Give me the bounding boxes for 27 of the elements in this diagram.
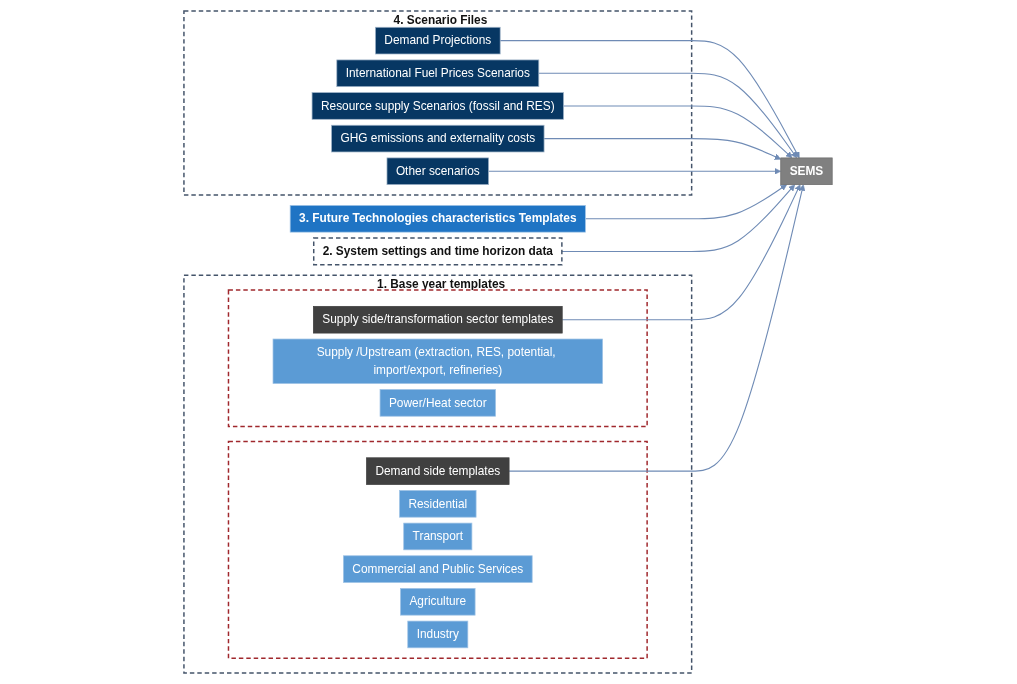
node-box: GHG emissions and externality costs [331,124,545,153]
node-box: Supply /Upstream (extraction, RES, potential, import/export, refineries) [273,338,604,384]
node-box: Power/Heat sector [380,389,497,417]
node-box: Industry [407,620,469,649]
node-box: Agriculture [400,588,476,616]
node-box: 2. System settings and time horizon data [313,237,564,266]
node-box: 3. Future Technologies characteristics Templates [290,205,587,233]
arrow [500,40,800,159]
arrow [508,184,806,472]
arrow [543,138,782,160]
node-box: Demand side templates [366,457,510,485]
arrow [585,184,788,220]
node-box: Supply side/transformation sector templates [313,306,563,334]
node-box: Transport [403,522,473,551]
arrow [488,168,782,175]
arrow [562,184,801,321]
node-box: International Fuel Prices Scenarios [336,59,540,88]
node-box: Resource supply Scenarios (fossil and RES) [312,92,565,120]
cluster [228,440,649,659]
arrow [563,105,793,159]
arrow [538,72,798,159]
node-box: SEMS [780,157,833,185]
node-box: Commercial and Public Services [343,555,533,583]
node-box: Other scenarios [387,157,490,185]
cluster [228,289,649,428]
node-box: Residential [399,490,477,518]
node-box: Demand Projections [375,26,501,55]
